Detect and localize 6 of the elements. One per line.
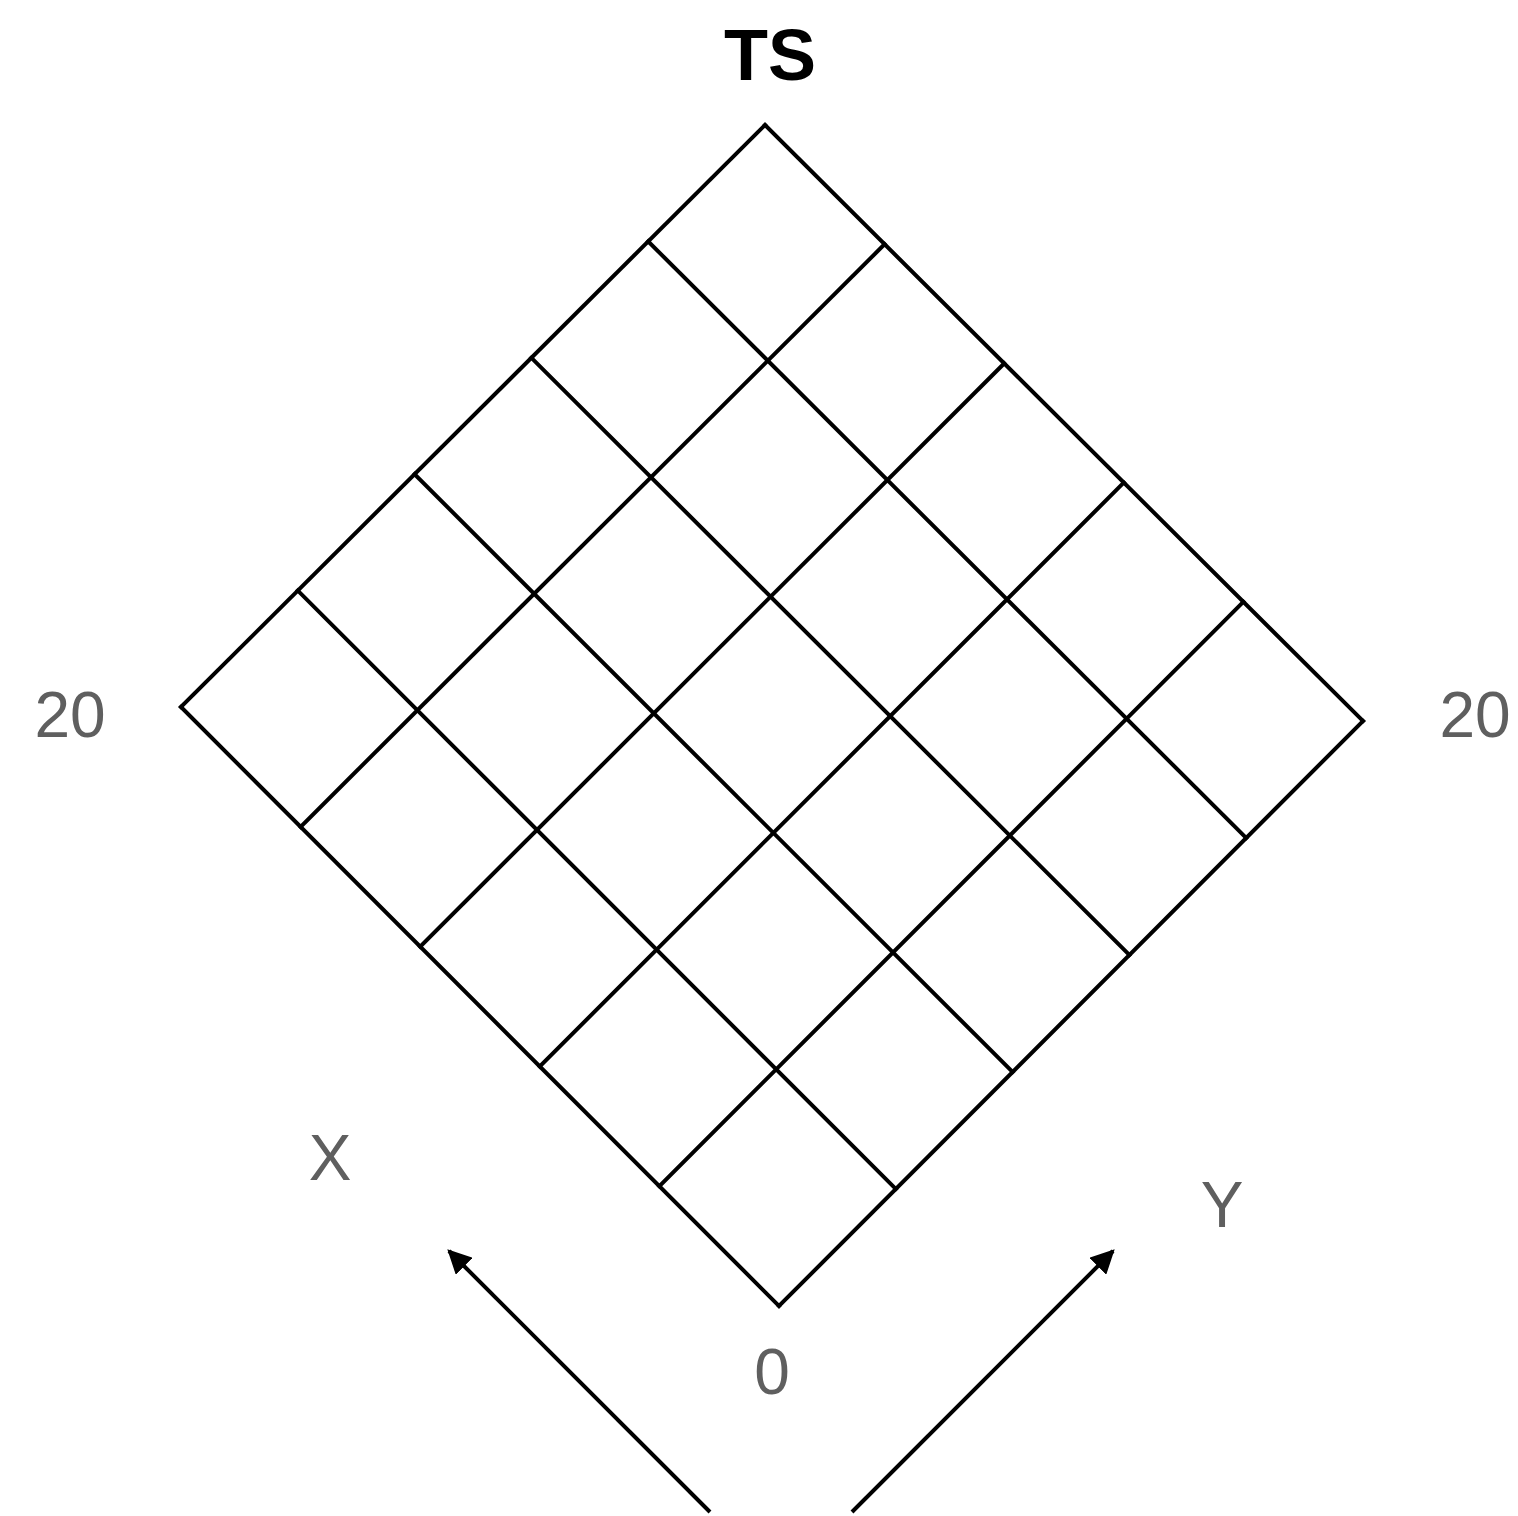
origin-label: 0 <box>754 1340 790 1404</box>
axis-label: Y <box>1200 1173 1244 1237</box>
axis-max-label: 20 <box>34 683 106 747</box>
axis-max-label: 20 <box>1439 683 1511 747</box>
axis-label: X <box>308 1126 352 1190</box>
title: TS <box>724 19 816 91</box>
